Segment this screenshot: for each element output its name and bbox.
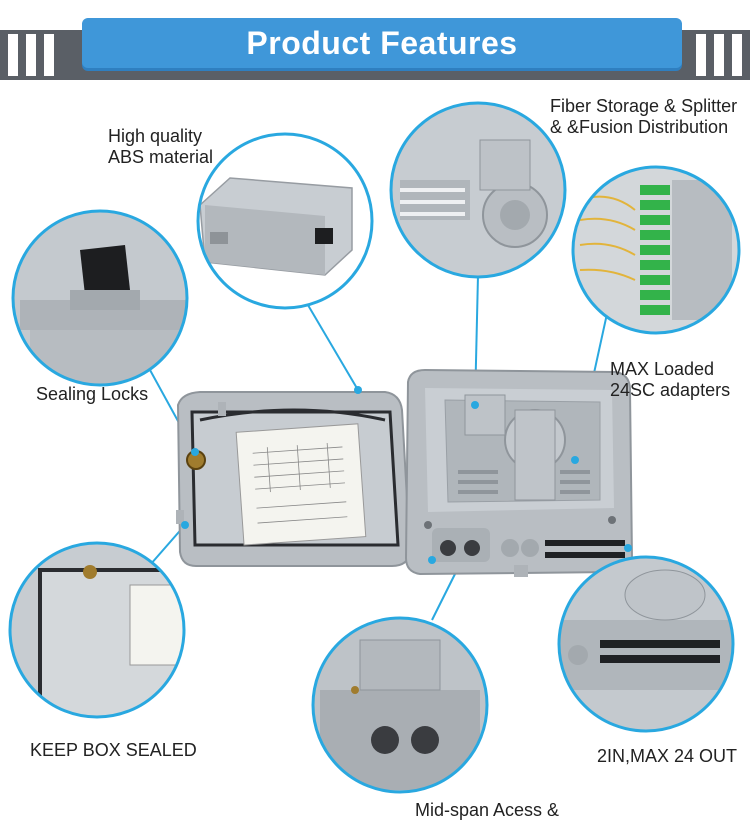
label-abs-material-text: High quality ABS material — [108, 126, 214, 167]
label-mid-span: Mid-span Acess & — [415, 800, 559, 821]
label-fiber-storage: Fiber Storage & Splitter & &Fusion Distr… — [550, 96, 737, 138]
banner-title: Product Features — [82, 18, 682, 68]
zoom-sc-adapters — [573, 167, 739, 333]
label-keep-sealed: KEEP BOX SEALED — [30, 740, 197, 761]
label-sealing-locks-text: Sealing Locks — [36, 384, 149, 404]
zoom-gasket — [10, 543, 184, 717]
label-mid-span-text: Mid-span Acess & — [415, 800, 560, 820]
label-sealing-locks: Sealing Locks — [36, 384, 148, 405]
label-keep-sealed-text: KEEP BOX SEALED — [30, 740, 197, 760]
zoom-ports — [559, 557, 733, 731]
label-max-loaded: MAX Loaded 24SC adapters — [610, 359, 730, 401]
zoom-closed-box — [198, 134, 372, 308]
zoom-mid-span — [313, 618, 487, 792]
label-in-out: 2IN,MAX 24 OUT — [597, 746, 737, 767]
label-in-out-text: 2IN,MAX 24 OUT — [597, 746, 738, 766]
page-title: Product Features — [246, 24, 518, 61]
zoom-fiber-storage — [391, 103, 565, 277]
zoom-sealing-locks — [13, 211, 187, 385]
box-lid — [176, 391, 412, 567]
label-max-loaded-text: MAX Loaded 24SC adapters — [610, 359, 731, 400]
label-fiber-storage-text: Fiber Storage & Splitter & &Fusion Distr… — [550, 96, 738, 137]
box-base — [404, 368, 634, 577]
label-abs-material: High quality ABS material — [108, 126, 213, 168]
